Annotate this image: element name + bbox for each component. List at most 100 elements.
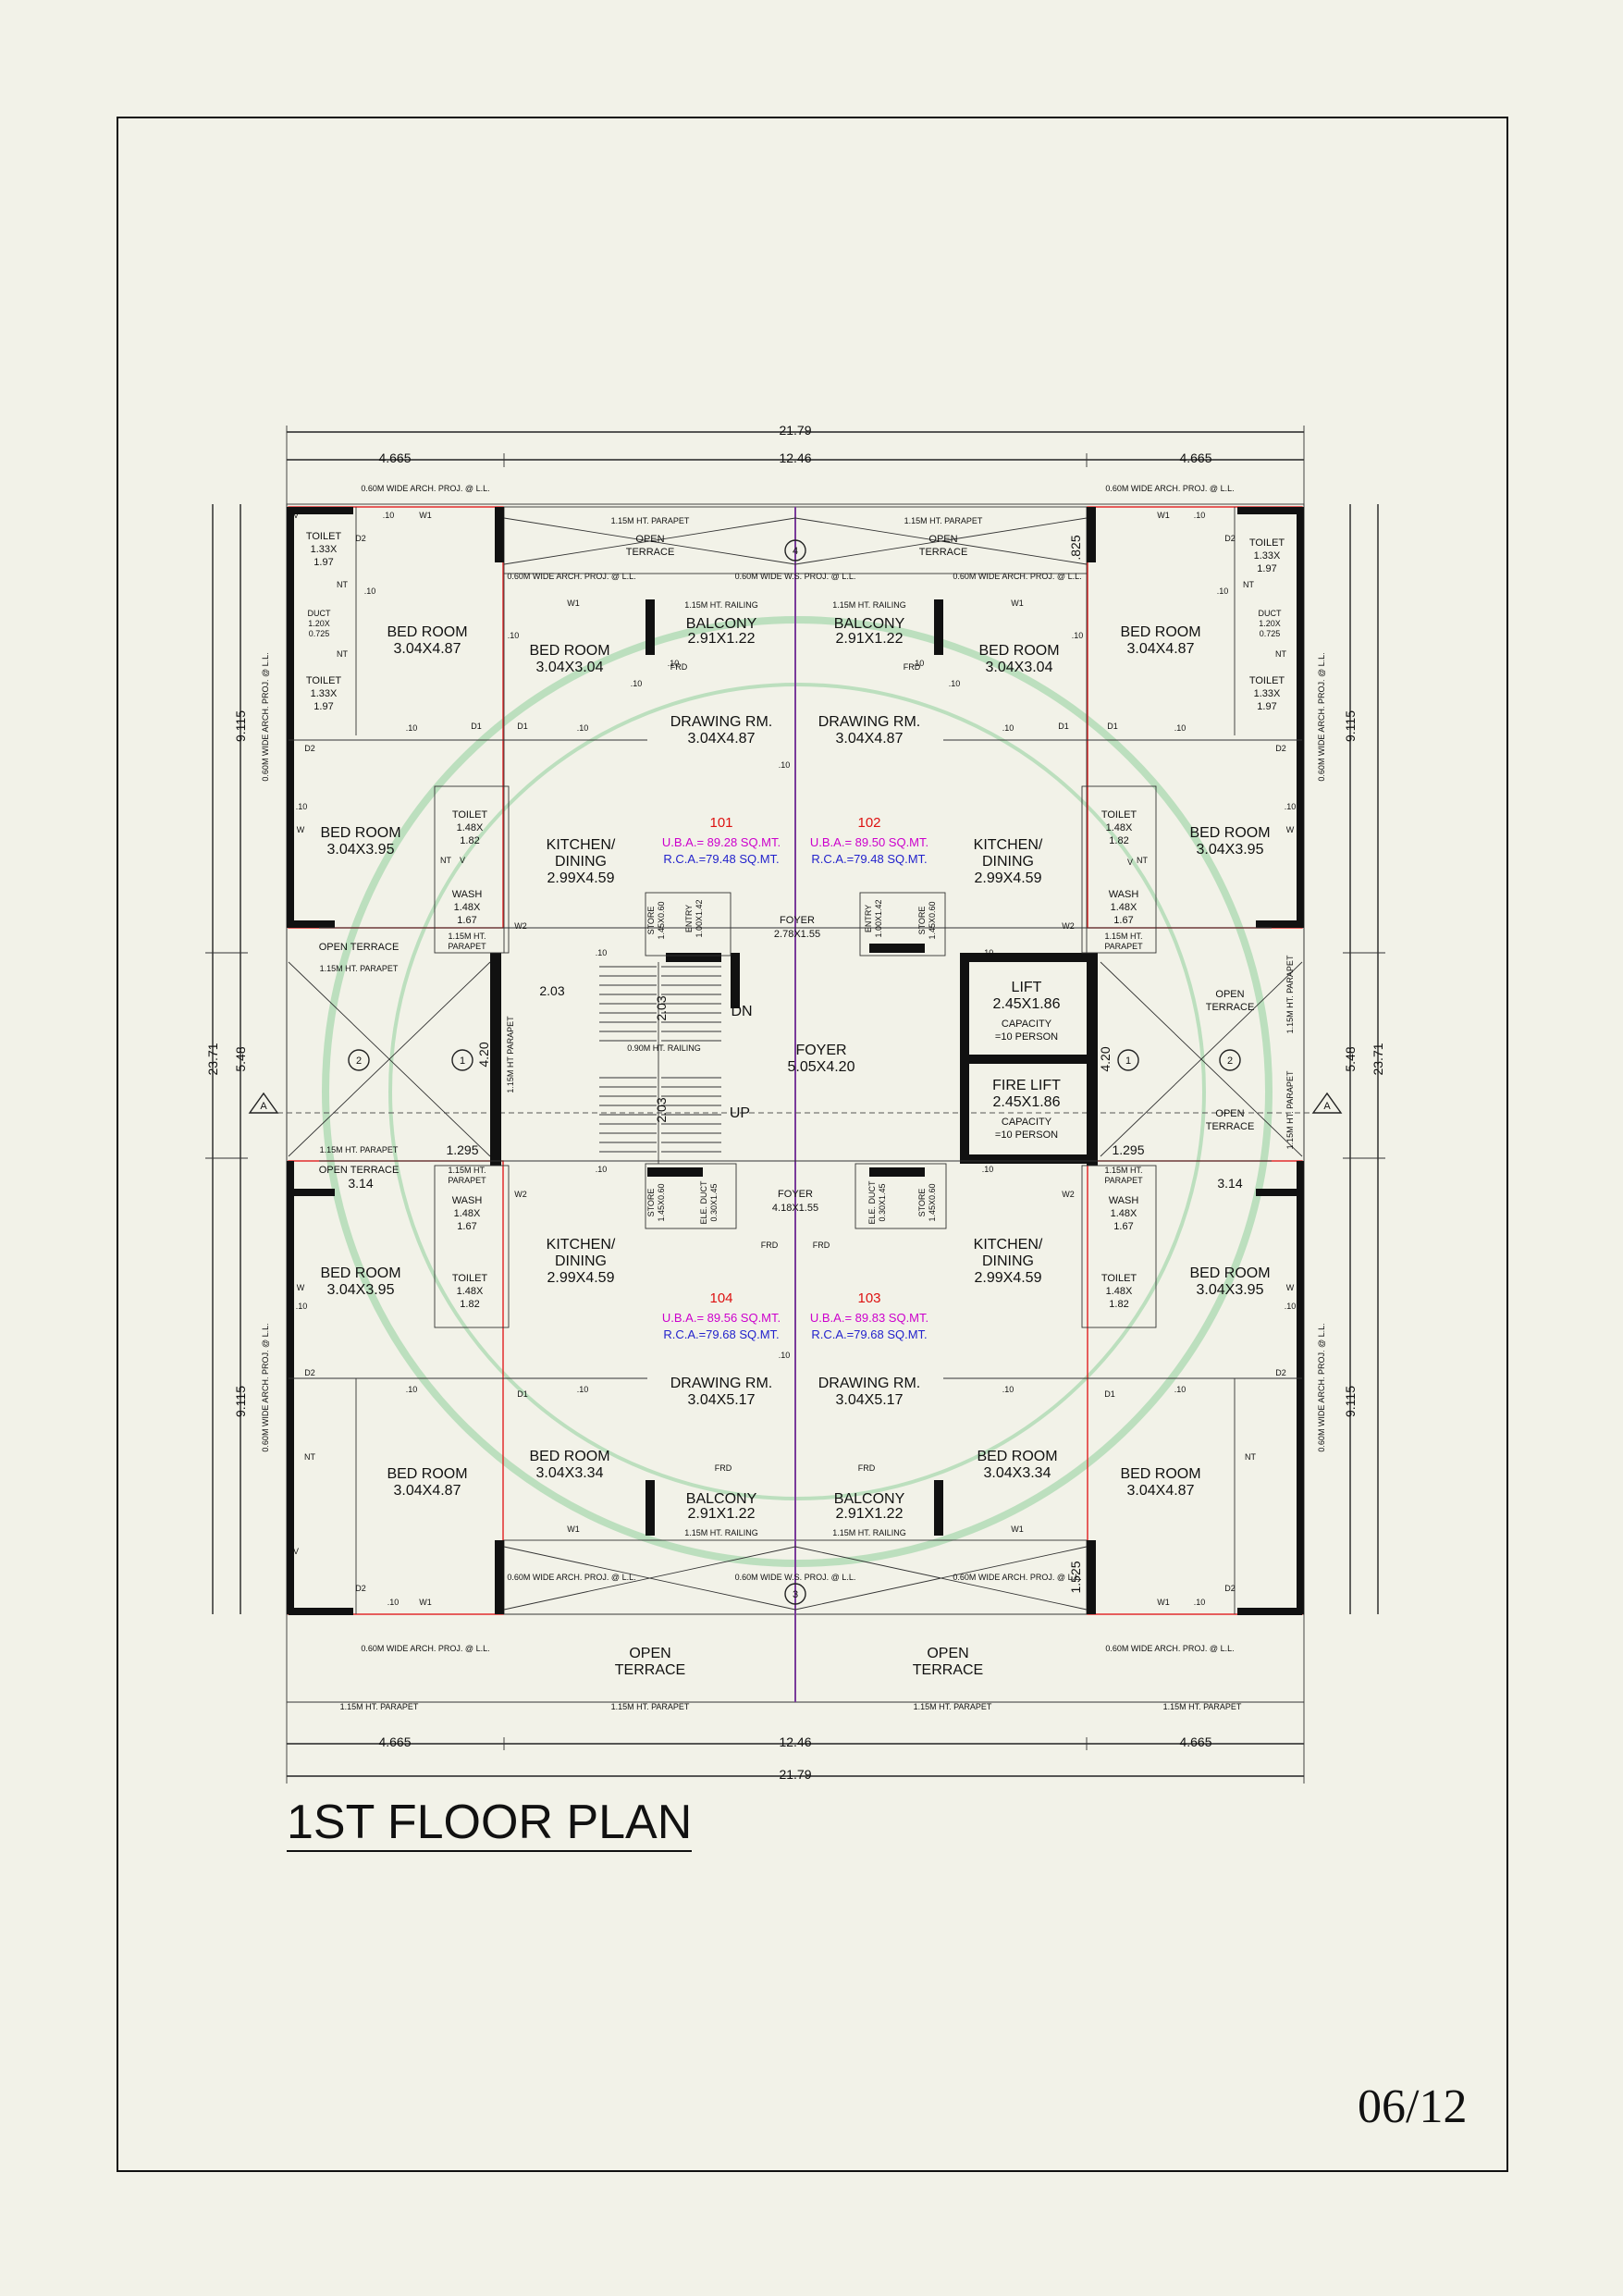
wall-thickness: .10 xyxy=(1174,723,1187,733)
fire-lift-label: FIRE LIFT xyxy=(992,1078,1061,1093)
duct-size: 1.20X xyxy=(1259,619,1281,628)
terrace-diagonals xyxy=(288,517,1303,1611)
authority-seal-watermark xyxy=(322,616,1273,1567)
wall-thickness: .10 xyxy=(577,1385,589,1394)
wall-thickness: .10 xyxy=(631,679,643,688)
toilet-size: 1.33X xyxy=(311,544,338,555)
wall-thickness: .10 xyxy=(1285,802,1297,811)
window-tag: W2 xyxy=(514,1190,527,1199)
wall-thickness: .10 xyxy=(596,1165,608,1174)
toilet-size: 1.48X xyxy=(457,1286,484,1297)
balcony-label: BALCONY xyxy=(686,616,757,632)
bed-room-size: 3.04X4.87 xyxy=(394,1483,461,1499)
door-tag: D2 xyxy=(355,1584,366,1593)
open-terrace-label: TERRACE xyxy=(626,547,675,558)
window-tag: W1 xyxy=(567,599,580,608)
wall-thickness: .10 xyxy=(1217,586,1229,596)
toilet-size: 1.97 xyxy=(1257,701,1276,712)
unit-104-uba: U.B.A.= 89.56 SQ.MT. xyxy=(662,1311,781,1325)
drawing-room-label: DRAWING RM. xyxy=(818,714,921,730)
lift-capacity-persons: =10 PERSON xyxy=(995,1031,1058,1043)
toilet-size: 1.82 xyxy=(1109,835,1128,846)
drawing-room-size: 3.04X5.17 xyxy=(836,1392,904,1408)
fire-lift-capacity-persons: =10 PERSON xyxy=(995,1129,1058,1141)
drawing-room-size: 3.04X5.17 xyxy=(688,1392,756,1408)
wash-size: 1.48X xyxy=(1111,902,1137,913)
kitchen-label: DINING xyxy=(555,854,607,870)
duct-label: DUCT xyxy=(308,609,331,618)
window-tag: W xyxy=(297,1283,305,1292)
window-tag: W xyxy=(1286,1283,1295,1292)
nt-tag: NT xyxy=(1137,856,1148,865)
arch-projection-note: 0.60M WIDE ARCH. PROJ. @ L.L. xyxy=(1105,1644,1234,1653)
ele-duct-size: 0.30X1.45 xyxy=(709,1183,719,1221)
grid-marker-4: 4 xyxy=(793,546,798,557)
toilet-size: 1.33X xyxy=(1254,688,1281,699)
wash-label: WASH xyxy=(1109,1195,1139,1206)
open-terrace-label: TERRACE xyxy=(615,1662,685,1678)
wing-depth-top-left: 9.115 xyxy=(233,710,248,742)
unit-number-104: 104 xyxy=(709,1290,732,1306)
window-tag: W1 xyxy=(1157,511,1170,520)
balcony-size: 2.91X1.22 xyxy=(688,631,756,647)
stair-width: 2.03 xyxy=(539,983,564,998)
toilet-label: TOILET xyxy=(1249,537,1285,549)
arch-projection-note: 0.60M WIDE ARCH. PROJ. @ L.L. xyxy=(1105,484,1234,493)
window-tag: W1 xyxy=(567,1524,580,1534)
entry-size: 1.00X1.42 xyxy=(874,899,883,937)
wash-size: 1.48X xyxy=(1111,1208,1137,1219)
wash-size: 1.67 xyxy=(1113,915,1133,926)
open-terrace-label: OPEN xyxy=(1215,1108,1244,1119)
window-tag: W2 xyxy=(1062,921,1075,931)
parapet-note: 1.15M HT. PARAPET xyxy=(340,1702,419,1711)
parapet-note-short: 1.15M HT. xyxy=(1104,932,1142,941)
dimension-labels: 21.79 12.46 4.665 4.665 12.46 21.79 4.66… xyxy=(205,423,1385,1782)
open-terrace-label: OPEN TERRACE xyxy=(319,1165,400,1176)
toilet-size: 1.33X xyxy=(1254,550,1281,562)
lift-size: 2.45X1.86 xyxy=(993,996,1061,1012)
wall-thickness: .10 xyxy=(1285,1302,1297,1311)
store-label: STORE xyxy=(917,907,927,935)
terrace-width-right: 3.14 xyxy=(1217,1176,1242,1191)
toilet-size: 1.82 xyxy=(1109,1299,1128,1310)
nt-tag: NT xyxy=(1243,580,1254,589)
parapet-note: 1.15M HT. PARAPET xyxy=(1285,1070,1295,1149)
nt-tag: NT xyxy=(304,1452,315,1462)
kitchen-size: 2.99X4.59 xyxy=(975,1270,1042,1286)
door-tag: D1 xyxy=(517,1389,528,1399)
wall-thickness: .10 xyxy=(1072,631,1084,640)
wash-size: 1.67 xyxy=(457,915,476,926)
parapet-note-short: PARAPET xyxy=(1104,942,1143,951)
open-terrace-label: TERRACE xyxy=(1206,1002,1255,1013)
unit-103-rca: R.C.A.=79.68 SQ.MT. xyxy=(811,1327,927,1341)
toilet-size: 1.97 xyxy=(314,701,333,712)
unit-area-labels: 101 U.B.A.= 89.28 SQ.MT. R.C.A.=79.48 SQ… xyxy=(662,815,928,1341)
v-tag: V xyxy=(1127,858,1133,867)
arch-projection-note: 0.60M WIDE ARCH. PROJ. @ L.L. xyxy=(953,572,1081,581)
wall-thickness: .10 xyxy=(779,760,791,770)
bed-room-label: BED ROOM xyxy=(1189,825,1270,841)
parapet-note-short: PARAPET xyxy=(448,942,486,951)
overall-depth-left: 23.71 xyxy=(205,1043,220,1075)
bed-room-size: 3.04X3.95 xyxy=(327,842,395,858)
side-projection-note: 0.60M WIDE ARCH. PROJ. @ L.L. xyxy=(261,1323,270,1451)
section-marker-a-left: A xyxy=(260,1101,267,1112)
core-depth-right: 5.48 xyxy=(1343,1046,1358,1071)
wall-thickness: .10 xyxy=(577,723,589,733)
duct-label: DUCT xyxy=(1259,609,1282,618)
v-tag: V xyxy=(293,1547,299,1556)
bed-room-size: 3.04X4.87 xyxy=(394,641,461,657)
entry-label: ENTRY xyxy=(684,905,694,932)
balcony-label: BALCONY xyxy=(686,1491,757,1507)
ele-duct-label: ELE. DUCT xyxy=(867,1180,877,1225)
parapet-note: 1.15M HT. PARAPET xyxy=(1285,955,1295,1033)
foyer-label: FOYER xyxy=(795,1043,846,1058)
door-tag: D2 xyxy=(304,1368,315,1377)
door-tag: FRD xyxy=(715,1463,732,1473)
wash-label: WASH xyxy=(1109,889,1139,900)
entry-label: ENTRY xyxy=(864,905,873,932)
room-labels: TOILET 1.33X 1.97 DUCT 1.20X 0.725 TOILE… xyxy=(306,531,1285,1678)
arch-projection-note: 0.60M WIDE ARCH. PROJ. @ L.L. xyxy=(361,1644,489,1653)
toilet-size: 1.82 xyxy=(460,1299,479,1310)
